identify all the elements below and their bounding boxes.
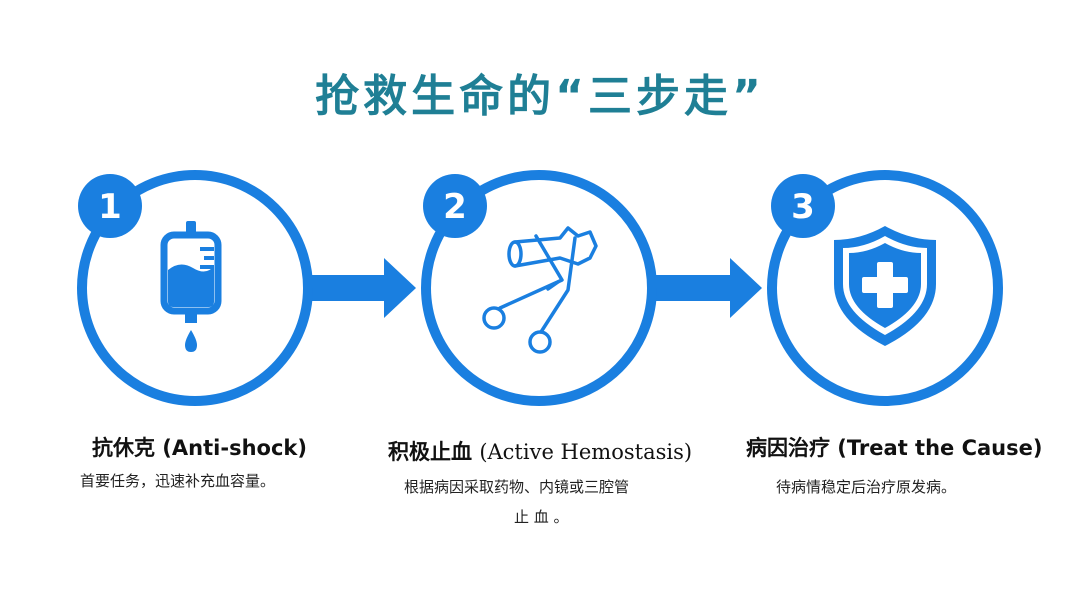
- step-2-title: 积极止血 (Active Hemostasis): [388, 436, 692, 466]
- step-3-title: 病因治疗 (Treat the Cause): [746, 436, 1043, 460]
- step-1-title: 抗休克 (Anti-shock): [92, 436, 307, 460]
- step-3-description: 待病情稳定后治疗原发病。: [776, 478, 957, 496]
- step-2-description-line-1: 根据病因采取药物、内镜或三腔管: [404, 478, 630, 496]
- page-title: 抢救生命的“三步走”: [315, 71, 765, 122]
- step-2-title-en: (Active Hemostasis): [479, 440, 693, 464]
- step-3-node: 3: [767, 170, 1003, 406]
- step-2-node: 2: [421, 170, 657, 406]
- arrow-1-to-2: [310, 258, 416, 318]
- hemostat-forceps-vessel-icon: [482, 226, 598, 354]
- step-2-title-cn: 积极止血: [388, 440, 472, 464]
- step-1-description: 首要任务，迅速补充血容量。: [80, 472, 276, 490]
- iv-drip-bag-icon: [160, 221, 222, 352]
- step-2-description-line-2: 止 血 。: [514, 508, 569, 526]
- step-1-node: 1: [77, 170, 313, 406]
- step-3-number: 3: [791, 187, 815, 227]
- medical-shield-cross-icon: [834, 226, 936, 346]
- arrow-2-to-3: [656, 258, 762, 318]
- step-2-number: 2: [443, 187, 467, 227]
- step-1-number: 1: [98, 187, 122, 227]
